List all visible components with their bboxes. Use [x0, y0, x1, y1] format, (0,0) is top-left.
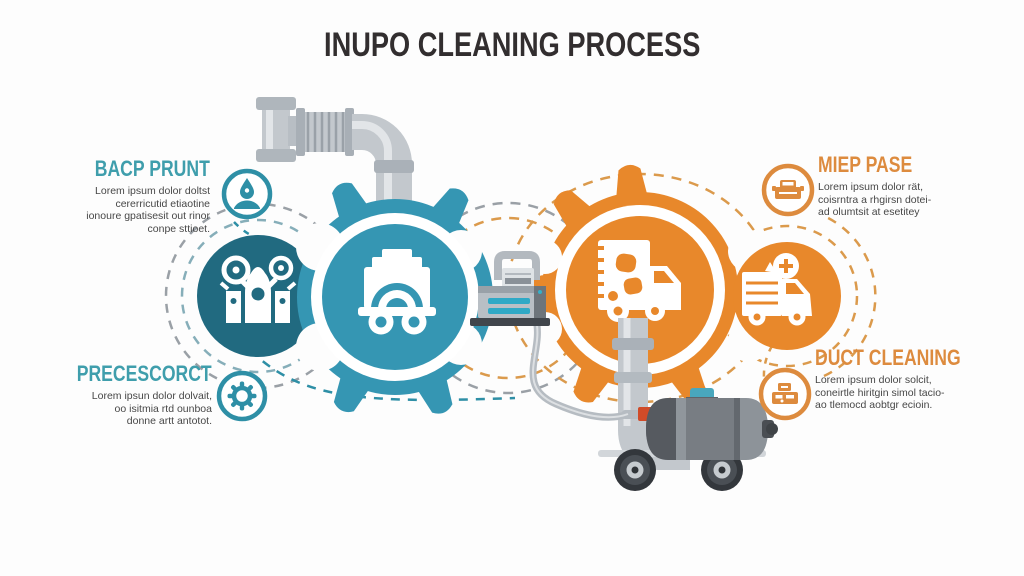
truck-icon — [761, 163, 815, 217]
scrubber-machine-icon — [358, 249, 436, 335]
step-heading: PRECESCORCT — [77, 361, 212, 386]
factory-icon — [219, 255, 297, 323]
step-duct-cleaning: DUCT CLEANING Lorem ipsum dolor solcit, … — [815, 346, 995, 412]
step-miep-pase: MIEP PASE Lorem ipsum dolor rät, coisrnt… — [818, 153, 988, 219]
step-text-line: Lorem ipsun dolor dolvait, — [91, 390, 212, 402]
step-precescorct: PRECESCORCT Lorem ipsun dolor dolvait, o… — [40, 362, 212, 428]
stage4-circle — [733, 242, 841, 350]
step-text-line: ad olumtsit at esetitey — [818, 206, 920, 219]
delivery-van-icon — [742, 253, 812, 326]
step-text-line: Lorem ipsum dolor doltst — [95, 185, 210, 197]
step-text-line: conpe sttioet. — [147, 222, 210, 235]
step-text-line: Lorem ipsum dolor solcit, — [815, 374, 932, 386]
gear-orange — [527, 163, 770, 410]
step-heading: MIEP PASE — [818, 152, 913, 177]
step-text-line: ao tlemocd aobtgr ecioin. — [815, 399, 933, 412]
step-text-line: donne artt antotot. — [126, 415, 212, 428]
box-truck-icon — [598, 240, 681, 322]
step-heading: BACP PRUNT — [94, 156, 210, 181]
step-text-line: coisrntra a rhgirsn dotei- — [818, 193, 932, 206]
step-text-line: cererricutid etiaotine — [115, 197, 210, 210]
step-text-line: Lorem ipsum dolor rät, — [818, 181, 924, 193]
vacuum-machine-icon — [598, 388, 778, 491]
step-heading: DUCT CLEANING — [815, 345, 961, 370]
page-title: INUPO CLEANING PROCESS — [323, 26, 701, 64]
step-text-line: oo isitmia rtd ounboa — [114, 402, 212, 415]
gear-teal — [296, 176, 493, 420]
step-text-line: coneirtle hiritgin simol tacio- — [815, 386, 945, 399]
person-icon — [221, 168, 273, 220]
equipment-icon — [758, 367, 812, 421]
pipe-assembly-icon — [256, 97, 414, 238]
gear-icon — [216, 370, 268, 422]
cleaning-machine-icon — [470, 251, 550, 326]
step-bacp-prunt: BACP PRUNT Lorem ipsum dolor doltst cere… — [40, 157, 210, 235]
step-text-line: ionoure gpatisesit out rinor — [86, 210, 210, 223]
stage1-circle — [197, 235, 319, 357]
hose-icon — [529, 319, 630, 421]
